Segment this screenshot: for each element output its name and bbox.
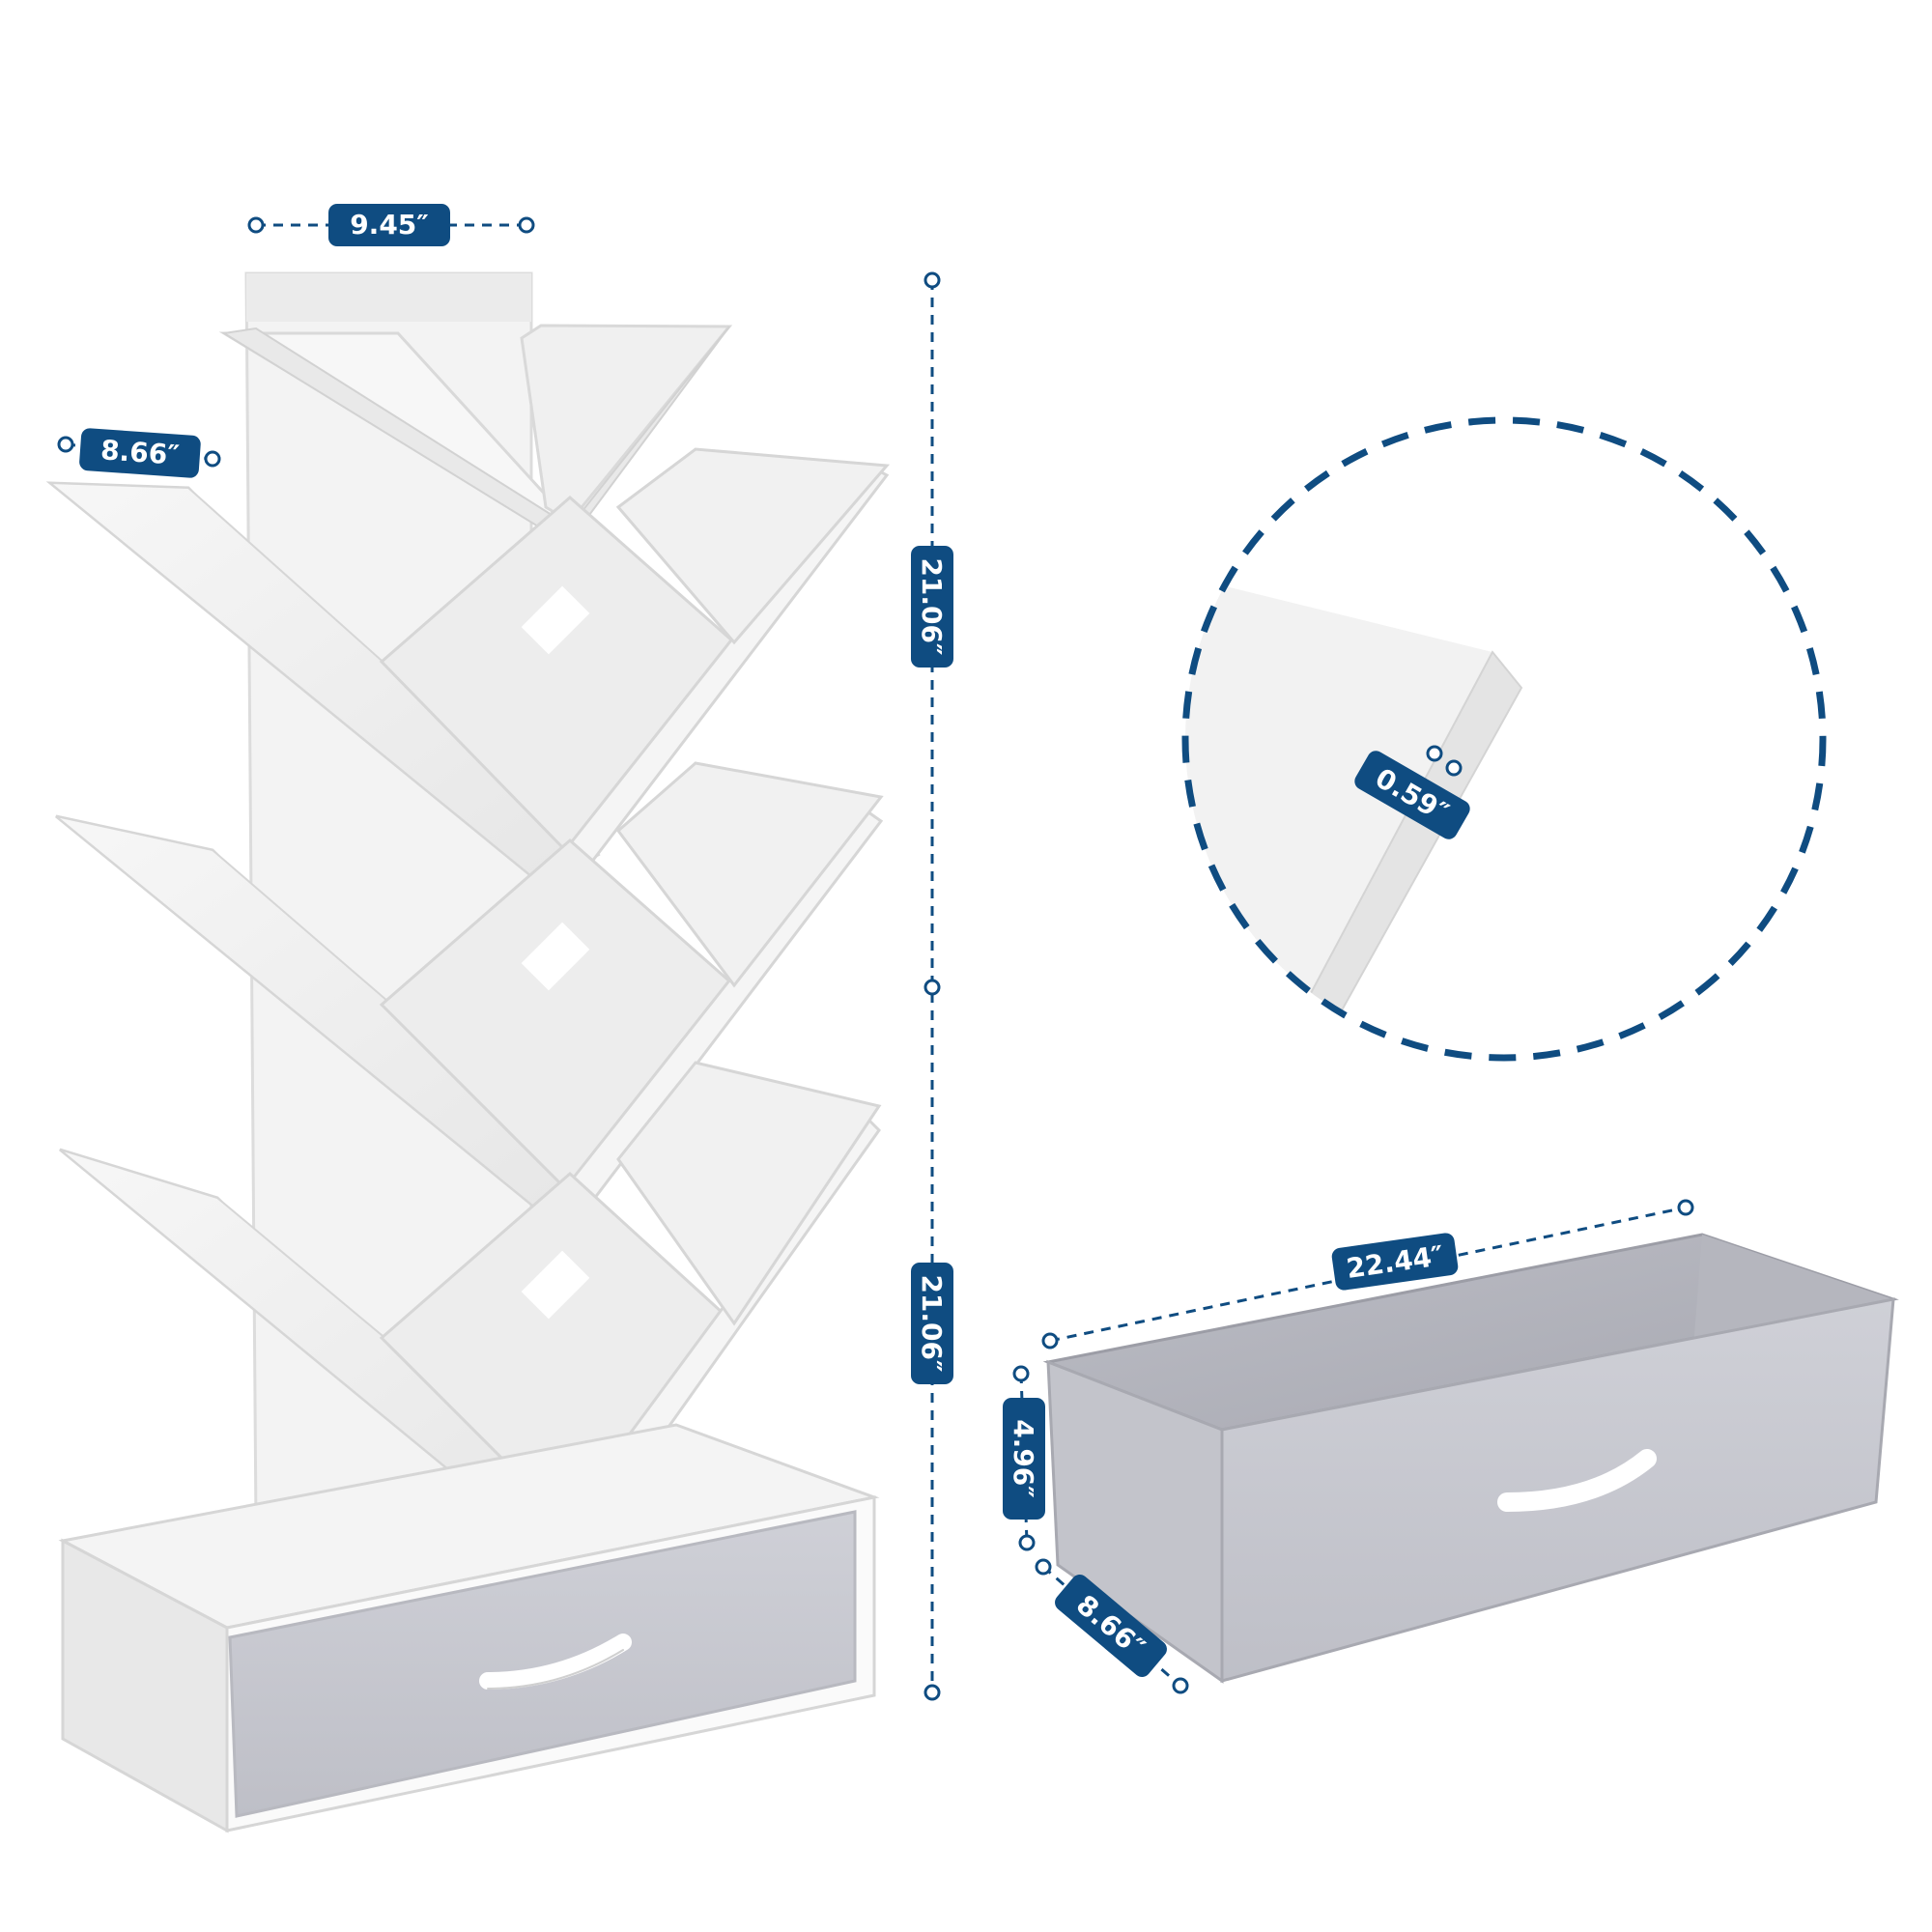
dim-end-height-mid: [923, 979, 941, 996]
dim-end-drawer-depth-top: [1035, 1558, 1052, 1576]
dim-end-shelf-depth-right: [204, 450, 221, 468]
dim-end-drawer-height-bottom: [1018, 1534, 1036, 1551]
label-drawer-length: 22.44″: [1331, 1233, 1459, 1291]
dim-end-thickness-b: [1445, 759, 1463, 777]
dim-end-drawer-length-right: [1677, 1199, 1694, 1216]
dim-end-drawer-length-left: [1041, 1332, 1059, 1350]
label-lower-height-text: 21.06″: [916, 1274, 948, 1372]
base-drawer-front: [228, 1510, 857, 1818]
tree-bookshelf: [45, 271, 891, 1833]
dim-end-height-bottom: [923, 1684, 941, 1701]
label-top-width-text: 9.45″: [350, 209, 429, 241]
back-panel-top: [246, 273, 531, 322]
shelf-tier2-gap: [521, 922, 590, 991]
dim-end-drawer-height-top: [1012, 1365, 1030, 1382]
label-upper-height: 21.06″: [911, 546, 953, 668]
label-top-width: 9.45″: [328, 204, 450, 246]
label-drawer-height: 4.96″: [1003, 1398, 1045, 1520]
base-drawer-handle: [479, 1634, 632, 1690]
fabric-drawer: [1042, 1233, 1899, 1684]
shelf-tier3-right-top: [616, 1061, 882, 1326]
dim-end-top-width-right: [518, 216, 535, 234]
label-upper-height-text: 21.06″: [916, 557, 948, 655]
dim-line-drawer-length: [1049, 1206, 1687, 1343]
dim-end-thickness-a: [1426, 745, 1443, 762]
dim-end-shelf-depth-left: [57, 436, 74, 453]
shelf-tier1-right-top: [615, 447, 891, 645]
zoom-panel: [1185, 570, 1492, 1024]
shelf-tier1-gap: [521, 585, 590, 655]
shelf-tier3-gap: [521, 1250, 590, 1320]
dim-end-top-width-left: [247, 216, 265, 234]
zoom-outline: [1181, 416, 1827, 1062]
label-shelf-depth-text: 8.66″: [99, 434, 181, 471]
drawer-handle-icon: [1497, 1449, 1657, 1512]
label-shelf-depth: 8.66″: [79, 428, 201, 478]
dim-end-drawer-depth-bottom: [1172, 1677, 1189, 1694]
dim-end-height-top: [923, 271, 941, 289]
magnifier-circle-icon: [1181, 416, 1827, 1062]
label-lower-height: 21.06″: [911, 1263, 953, 1384]
shelf-tier2-right-top: [615, 761, 884, 988]
label-drawer-height-text: 4.96″: [1008, 1419, 1039, 1498]
